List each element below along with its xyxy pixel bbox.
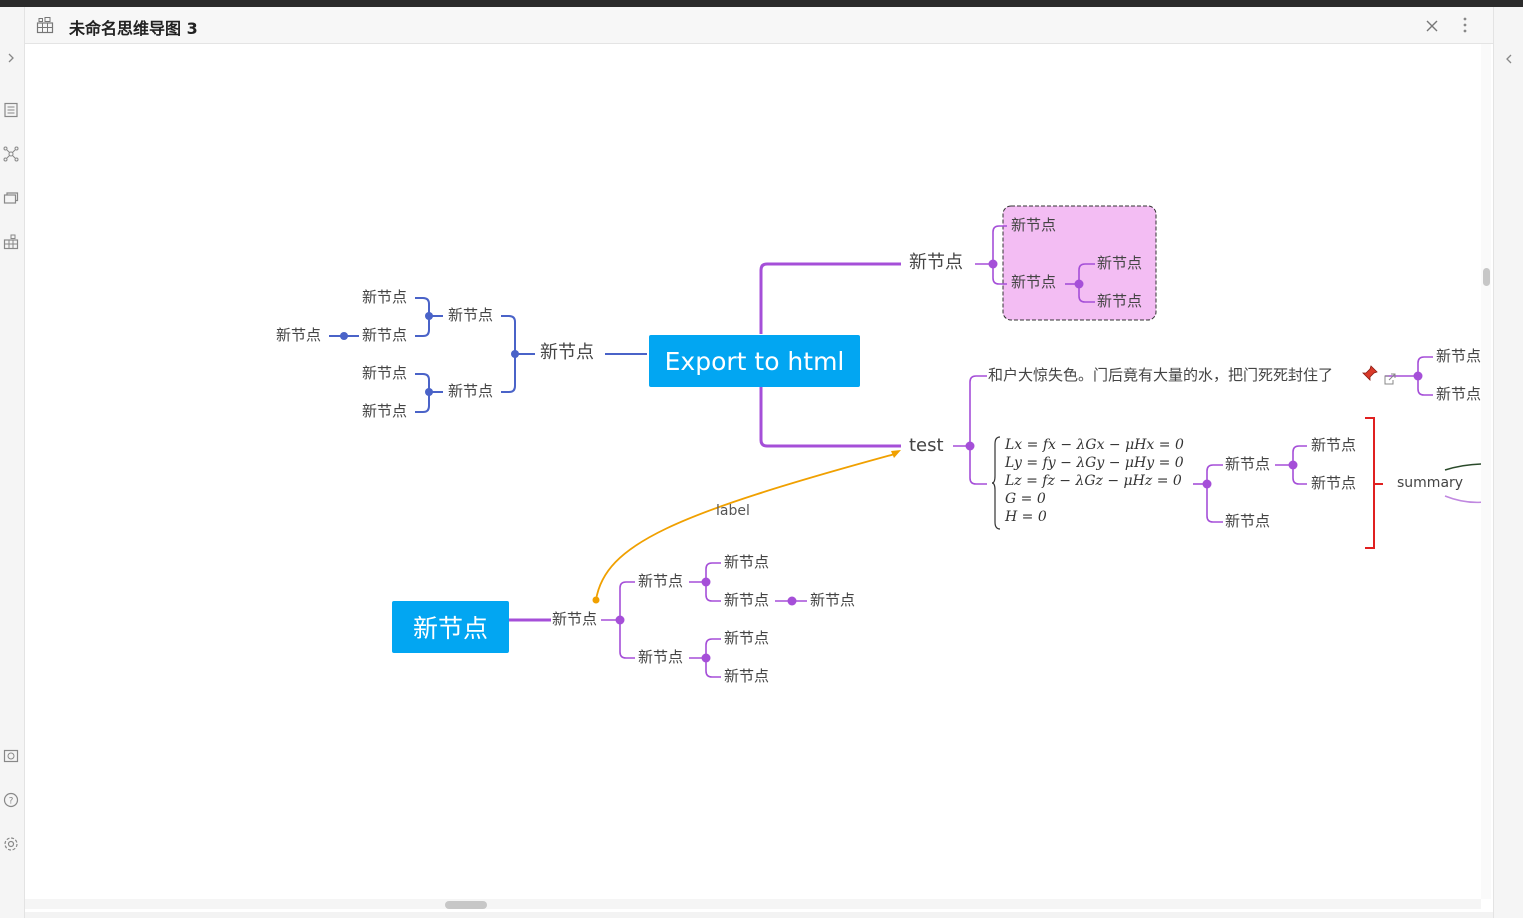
node-sentence-child-2[interactable]: 新节点 — [1436, 385, 1481, 403]
formula-line-4: G = 0 — [1005, 491, 1046, 507]
node-left-lower-child-2[interactable]: 新节点 — [362, 402, 408, 420]
settings-icon[interactable] — [2, 835, 20, 853]
node-formula-grandchild-1[interactable]: 新节点 — [1311, 436, 1357, 454]
node-left-lower[interactable]: 新节点 — [448, 382, 494, 400]
photo-icon[interactable] — [2, 747, 20, 765]
formula-line-1: Lx = fx − λGx − μHx = 0 — [1005, 437, 1184, 453]
node-formula[interactable]: Lx = fx − λGx − μHx = 0 Ly = fy − λGy − … — [991, 436, 1191, 532]
node-boxed-2[interactable]: 新节点 — [1011, 273, 1057, 291]
expand-chevron-right-icon[interactable] — [2, 49, 20, 67]
status-bar — [1200, 912, 1490, 918]
mindmap-canvas[interactable]: Export to html 新节点 新节点 新节点 新节点 新节点 新节点 新… — [25, 44, 1481, 899]
root-node-export[interactable]: Export to html — [649, 335, 860, 387]
tab-bar: 未命名思维导图 3 — [25, 7, 1493, 44]
second-upper-node[interactable]: 新节点 — [638, 572, 684, 590]
second-upper-child-2[interactable]: 新节点 — [724, 591, 770, 609]
node-left-upper[interactable]: 新节点 — [448, 306, 494, 324]
second-child-node[interactable]: 新节点 — [552, 610, 598, 628]
connector-lines — [329, 205, 1481, 678]
top-strip — [0, 0, 1523, 7]
node-left-upper-child-2[interactable]: 新节点 — [362, 326, 408, 344]
node-left-main[interactable]: 新节点 — [540, 342, 594, 363]
tab-title[interactable]: 未命名思维导图 3 — [69, 19, 198, 38]
pin-icon — [1362, 365, 1378, 381]
node-boxed-2-child-1[interactable]: 新节点 — [1097, 254, 1143, 272]
relation-label[interactable]: label — [716, 503, 750, 519]
node-left-upper-child-1[interactable]: 新节点 — [362, 288, 408, 306]
node-left-lower-child-1[interactable]: 新节点 — [362, 364, 408, 382]
close-icon[interactable] — [1425, 18, 1439, 32]
mindmap-icon[interactable] — [2, 233, 20, 251]
more-icon[interactable] — [1461, 16, 1469, 34]
mindmap-doc-icon — [36, 16, 54, 34]
node-boxed-2-child-2[interactable]: 新节点 — [1097, 292, 1143, 310]
formula-line-3: Lz = fz − λGz − μHz = 0 — [1005, 473, 1182, 489]
formula-brace — [991, 436, 1001, 530]
formula-line-5: H = 0 — [1005, 509, 1047, 525]
left-rail: ? — [0, 7, 25, 918]
node-sentence-child-1[interactable]: 新节点 — [1436, 347, 1481, 365]
node-formula-grandchild-2[interactable]: 新节点 — [1311, 474, 1357, 492]
node-formula-child-2[interactable]: 新节点 — [1225, 512, 1271, 530]
horizontal-scroll-thumb[interactable] — [445, 901, 487, 909]
graph-icon[interactable] — [2, 145, 20, 163]
node-right-top[interactable]: 新节点 — [909, 252, 963, 273]
second-lower-node[interactable]: 新节点 — [638, 648, 684, 666]
external-link-icon[interactable] — [1384, 370, 1396, 385]
formula-line-2: Ly = fy − λGy − μHy = 0 — [1005, 455, 1184, 471]
vertical-scrollbar[interactable] — [1481, 44, 1491, 899]
second-upper-child-1[interactable]: 新节点 — [724, 553, 770, 571]
cards-icon[interactable] — [2, 189, 20, 207]
vertical-scroll-thumb[interactable] — [1483, 268, 1490, 286]
node-test[interactable]: test — [909, 435, 944, 456]
horizontal-scrollbar[interactable] — [25, 899, 1481, 909]
help-icon[interactable]: ? — [2, 791, 20, 809]
svg-text:?: ? — [9, 797, 14, 807]
summary-node[interactable]: summary — [1397, 475, 1464, 491]
node-formula-child-1[interactable]: 新节点 — [1225, 455, 1271, 473]
second-lower-child-1[interactable]: 新节点 — [724, 629, 770, 647]
node-left-detached[interactable]: 新节点 — [276, 326, 322, 344]
outline-icon[interactable] — [2, 101, 20, 119]
second-lower-child-2[interactable]: 新节点 — [724, 667, 770, 685]
node-boxed-1[interactable]: 新节点 — [1011, 216, 1057, 234]
second-upper-grandchild[interactable]: 新节点 — [810, 591, 856, 609]
node-sentence[interactable]: 和户大惊失色。门后竟有大量的水，把门死死封住了 — [988, 366, 1334, 384]
second-root-node[interactable]: 新节点 — [392, 601, 509, 653]
collapse-chevron-left-icon[interactable] — [1500, 50, 1518, 68]
right-rail — [1493, 7, 1523, 918]
editor-panel: 未命名思维导图 3 — [25, 7, 1493, 912]
